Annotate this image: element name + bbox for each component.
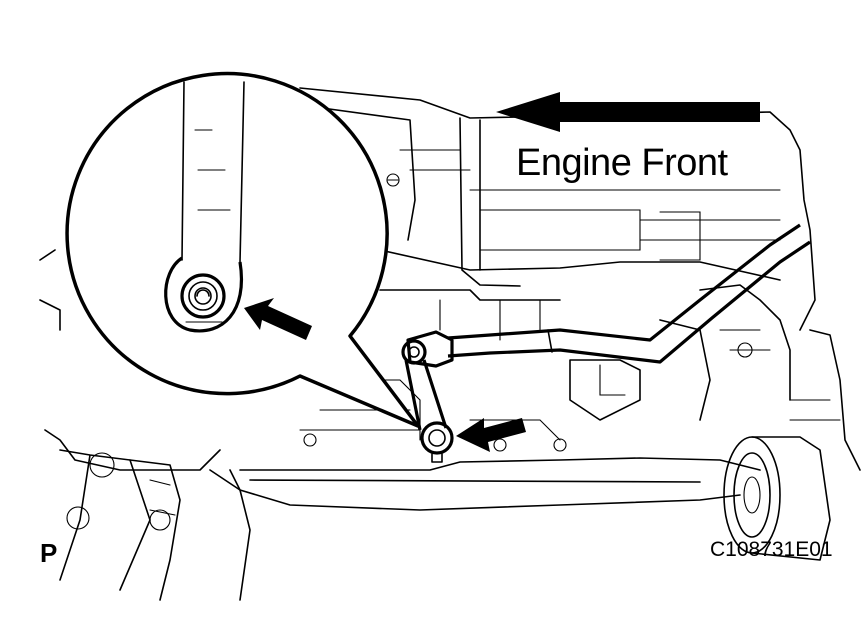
shift-lever <box>401 330 454 463</box>
figure-id-label: C108731E01 <box>710 538 833 561</box>
shift-cable <box>447 223 811 364</box>
detail-callout <box>65 71 420 428</box>
transmission-housing <box>299 87 861 471</box>
engine-front-label: Engine Front <box>516 142 728 184</box>
left-housing <box>39 249 251 601</box>
direction-arrow-icon <box>496 92 760 132</box>
view-code-label: P <box>40 538 58 568</box>
drive-wheel <box>723 436 831 561</box>
pointer-arrow-icon <box>244 298 312 340</box>
pointer-arrow-icon <box>456 418 526 452</box>
oil-pan <box>229 379 761 511</box>
